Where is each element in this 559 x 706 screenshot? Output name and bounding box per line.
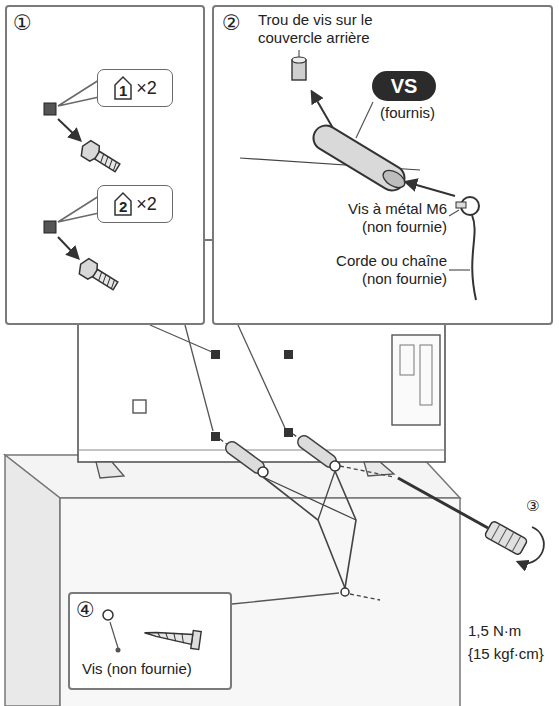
tv-back-part — [364, 462, 394, 476]
anchor-assembly-part — [484, 520, 528, 555]
part-label: Vis à métal M6 (non fournie) — [317, 200, 447, 236]
panel-two-art-part — [380, 167, 408, 191]
part-code-text: VS — [391, 74, 418, 98]
anchor-assembly-part — [398, 478, 488, 528]
panel-two-art — [240, 50, 479, 300]
tv-back-part — [400, 345, 414, 375]
house-outline — [115, 193, 131, 215]
cabinet-part — [60, 498, 460, 706]
cabinet-part — [5, 455, 60, 706]
panel-grounds-part — [5, 5, 205, 325]
panel-one-art-part — [58, 196, 99, 222]
anchor-assembly-part — [330, 461, 340, 471]
house-icon — [113, 75, 133, 101]
icon-number: 1 — [113, 75, 133, 101]
panel-two-art-part — [326, 138, 392, 178]
torque-value: 1,5 N·m — [468, 622, 521, 640]
panel-four-art-part-part — [144, 628, 193, 645]
panel-two-art-part — [312, 92, 334, 130]
anchor-assembly-part — [518, 527, 544, 563]
panel-two-art-part — [449, 210, 459, 216]
anchor-assembly-part-part — [484, 520, 528, 555]
panel-grounds-part — [212, 5, 553, 325]
panel-one-art-part — [44, 103, 56, 115]
leader-lines-part — [150, 325, 212, 352]
panel-two-art-part — [456, 202, 466, 208]
tv-back-part — [284, 350, 293, 359]
quantity: ×2 — [136, 193, 157, 215]
step-number: ① — [13, 11, 32, 35]
part-label: Corde ou chaîne (non fournie) — [317, 252, 447, 288]
part-label: Trou de vis sur le couvercle arrière — [258, 11, 408, 47]
tv-back-part — [133, 400, 146, 413]
panel-four-art-part — [143, 624, 201, 650]
panel-two-art-part — [292, 57, 306, 63]
panel-four-art-part-part — [157, 630, 185, 644]
leader-lines-part — [238, 325, 285, 428]
panel-two-art-part — [472, 215, 476, 300]
panel-grounds-part — [68, 592, 232, 690]
panel-one-art-part — [58, 119, 80, 140]
step-panel: ② Trou de vis sur le couvercle arrière (fo… — [212, 5, 553, 325]
panel-one-art-part — [58, 237, 78, 258]
house-icon — [113, 191, 133, 217]
step-panel: ④ Vis (non fournie) — [68, 592, 232, 690]
anchor-assembly-part — [340, 466, 394, 477]
panel-two-art-part — [406, 182, 455, 196]
anchor-assembly-part — [341, 588, 349, 596]
tv-back-part — [284, 428, 293, 437]
tv-back-part — [420, 345, 432, 405]
panel-four-art-part — [110, 622, 118, 648]
anchor-assembly-part — [232, 448, 258, 467]
anchor-assembly-part — [232, 448, 258, 467]
step-number: ④ — [76, 598, 95, 622]
cabinet — [5, 455, 460, 706]
leader-lines-part — [232, 593, 339, 604]
step-panel: ①1×22×2 — [5, 5, 205, 325]
part-note: (fournis) — [380, 104, 435, 122]
anchor-assembly-part — [304, 442, 330, 461]
anchor-assembly-part — [263, 477, 345, 588]
quantity-callout: 1×2 — [97, 69, 173, 107]
anchor-assembly-part — [350, 594, 380, 600]
icon-number: 2 — [113, 191, 133, 217]
panel-two-art-part — [356, 102, 373, 138]
anchor-assembly-part — [263, 471, 356, 520]
step-number: ③ — [526, 497, 539, 515]
anchor-assembly-part-part — [491, 524, 521, 551]
anchor-assembly-part — [304, 442, 330, 461]
panel-one-art-part — [76, 257, 120, 294]
tv-back-part — [211, 350, 220, 359]
tv-back-part — [211, 432, 220, 441]
step-number: ② — [222, 11, 241, 35]
panel-grounds — [5, 5, 553, 690]
panel-four-art-part — [116, 648, 121, 653]
panel-two-art-part — [326, 138, 392, 178]
tv-back-part — [392, 335, 440, 425]
torque-value: {15 kgf·cm} — [468, 645, 544, 663]
quantity-callout: 2×2 — [97, 185, 173, 223]
part-label: Vis (non fournie) — [82, 660, 192, 678]
quantity: ×2 — [136, 77, 157, 99]
house-outline — [115, 77, 131, 99]
part-code: VS — [372, 71, 436, 101]
tv-back-part — [78, 450, 445, 451]
tv-back-part — [96, 462, 124, 478]
panel-one-art-part — [58, 80, 99, 106]
panel-four-art-part — [103, 610, 113, 620]
leader-lines-part — [185, 325, 213, 431]
panel-one-art-part — [44, 221, 56, 233]
panel-one-art-part — [78, 139, 122, 176]
anchor-assembly-part — [258, 467, 268, 477]
leader-lines — [150, 325, 339, 604]
anchor-assembly — [220, 434, 544, 600]
panel-two-art-part — [449, 269, 470, 270]
anchor-assembly-part — [335, 471, 356, 588]
panel-four-art — [103, 610, 201, 653]
panel-two-art-part — [298, 50, 299, 57]
